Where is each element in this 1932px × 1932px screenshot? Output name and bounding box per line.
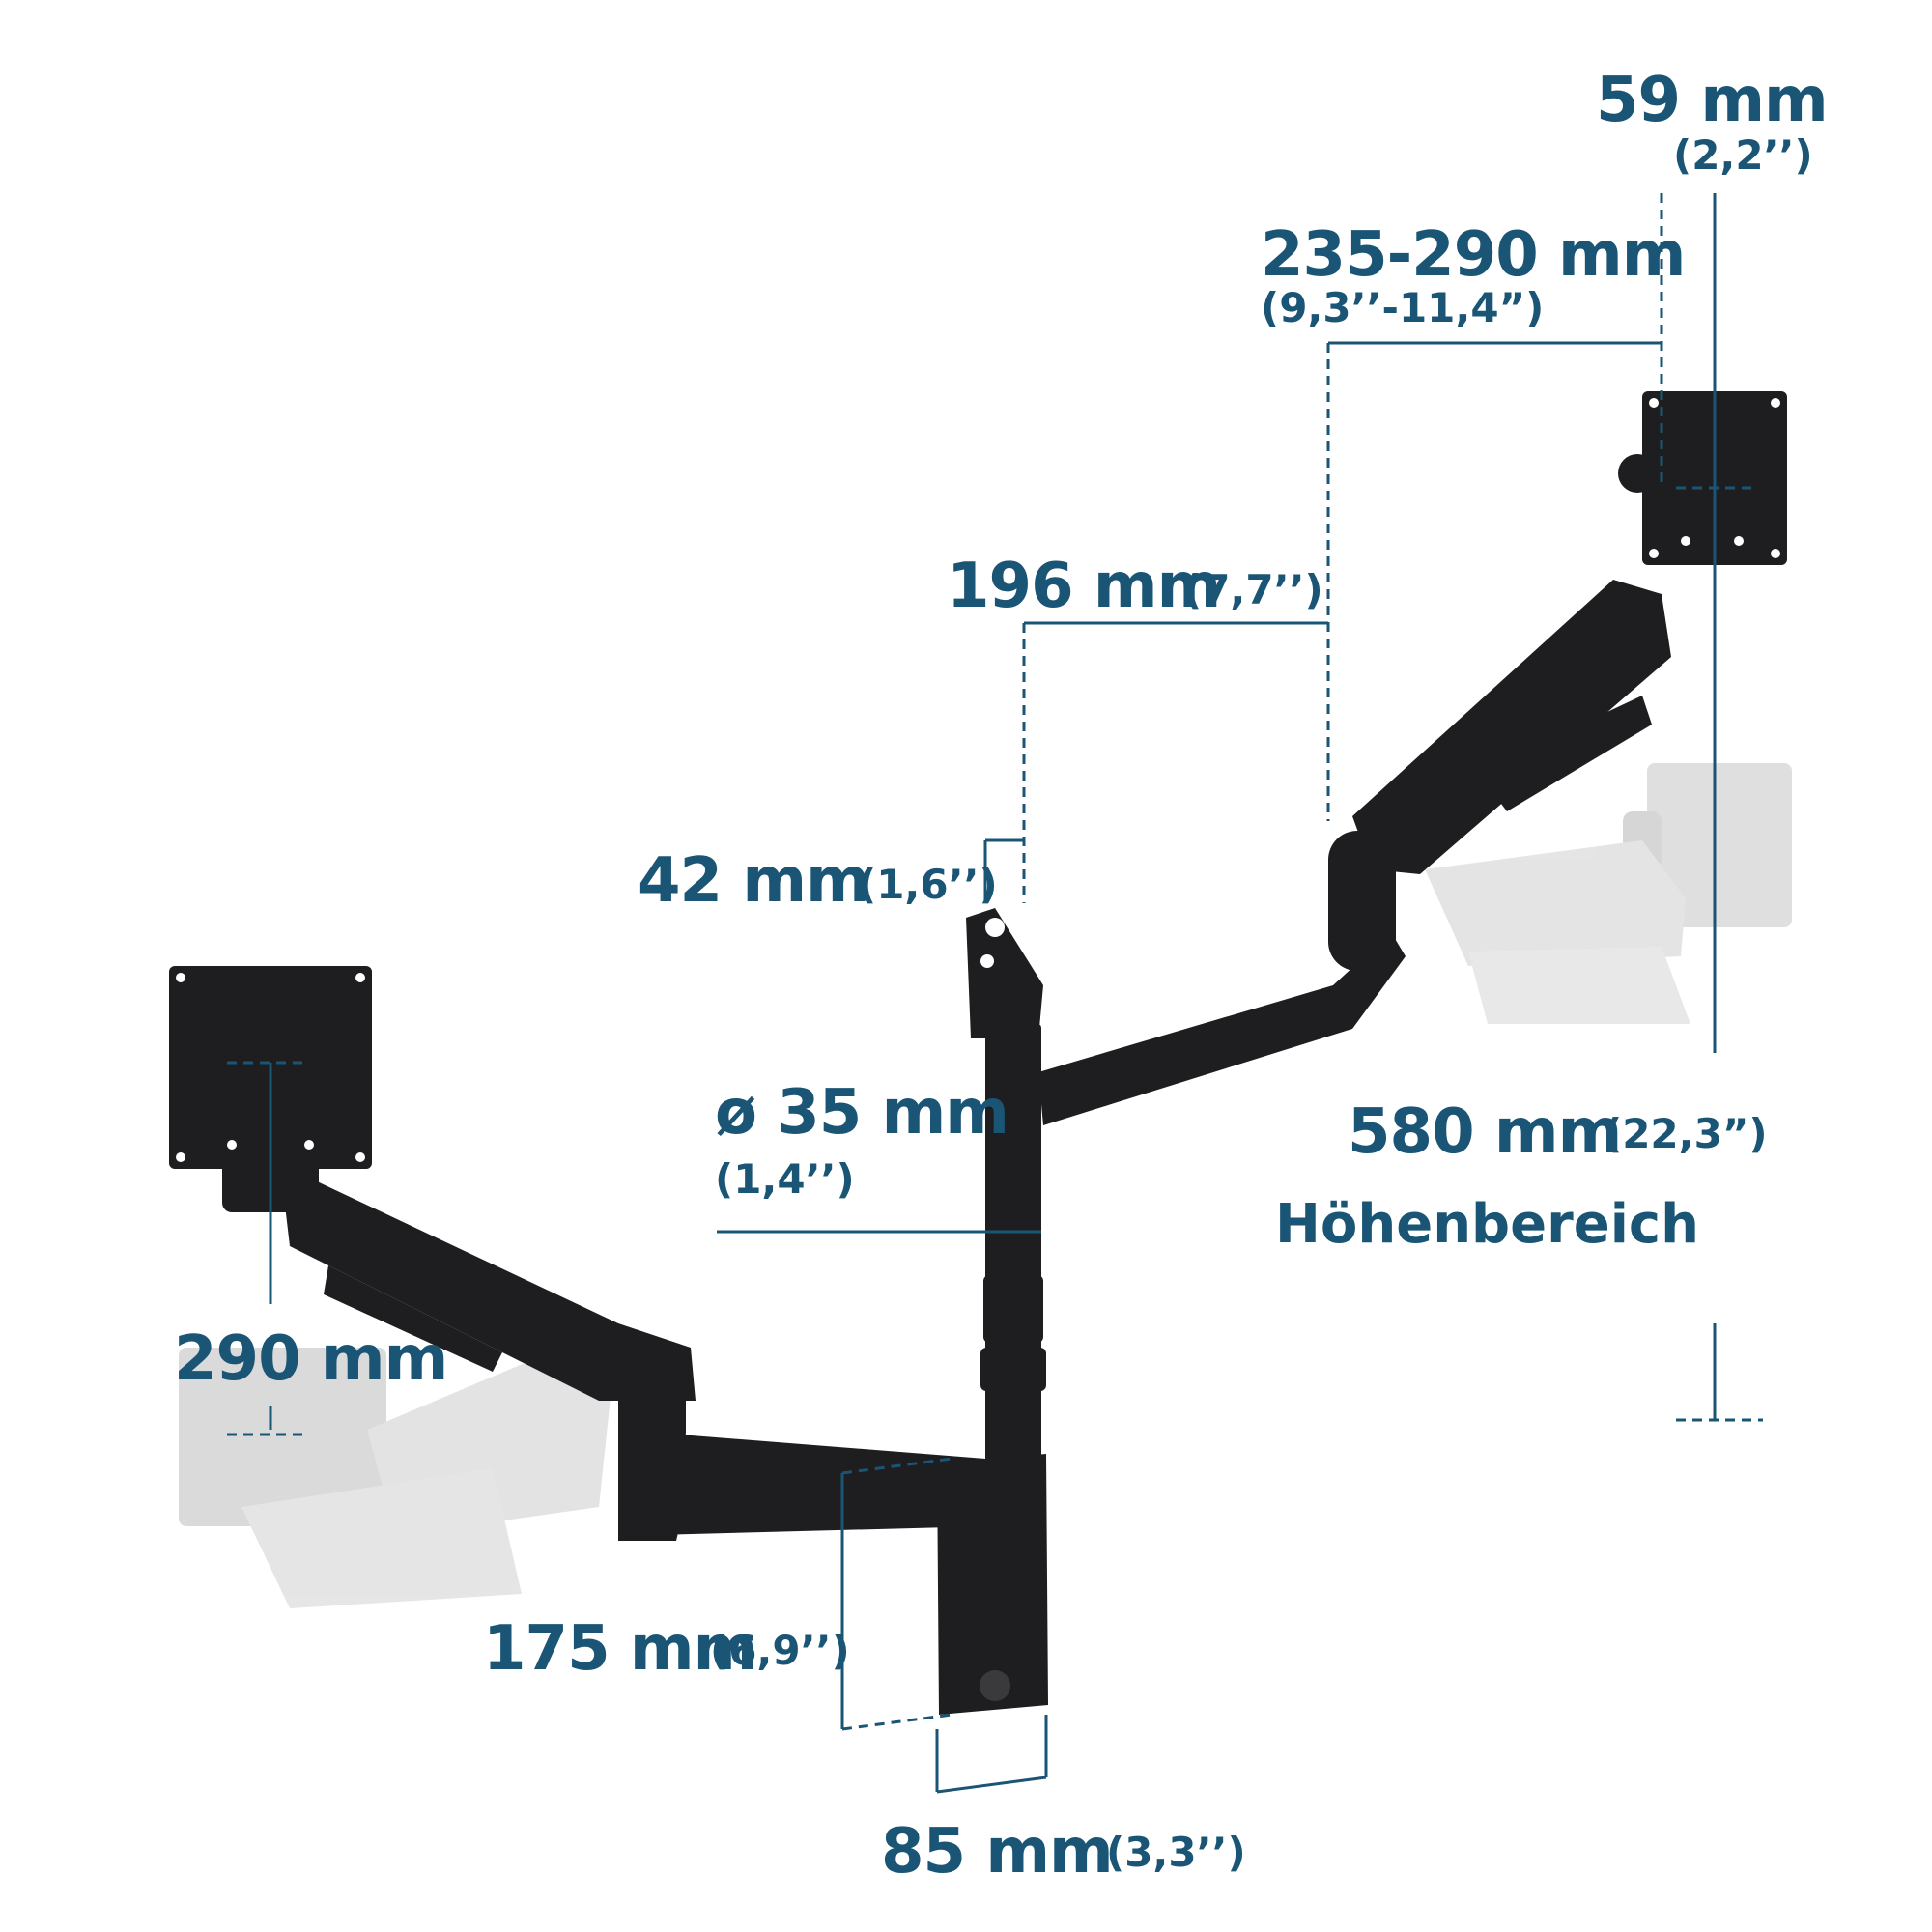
right-upper-arm [1352, 580, 1671, 874]
dim-196mm-value: 196 mm [947, 551, 1221, 622]
dim-42mm-value: 42 mm [638, 845, 870, 917]
height-range-caption: Höhenbereich [1275, 1193, 1699, 1256]
ghost-right-monitor-position [1425, 763, 1792, 1024]
dim-175mm-imperial: (6,9’’) [710, 1627, 850, 1674]
plate-holes [176, 398, 1780, 1162]
dim-290mm-value: 290 mm [174, 1323, 448, 1395]
dim-pole-diameter-value: ø 35 mm [715, 1077, 1009, 1149]
dim-85mm-value: 85 mm [881, 1816, 1114, 1888]
dim-235-290mm-imperial: (9,3’’-11,4”) [1261, 284, 1545, 331]
dim-59mm-value: 59 mm [1596, 65, 1829, 136]
dim-59mm-imperial: (2,2’’) [1673, 131, 1813, 179]
dim-pole-diameter-imperial: (1,4’’) [715, 1155, 855, 1203]
dim-235-290mm-value: 235-290 mm [1261, 219, 1686, 291]
top-bracket [966, 908, 1043, 1038]
dim-42mm-imperial: (1,6’’) [858, 861, 998, 908]
dimension-lines [227, 193, 1763, 1794]
dim-height-range-imperial: (22,3”) [1604, 1110, 1768, 1157]
left-lower-arm [618, 1430, 985, 1536]
dim-196mm-imperial: (7,7’’) [1183, 566, 1323, 613]
dim-175mm-value: 175 mm [483, 1613, 757, 1685]
right-lower-arm [1038, 932, 1406, 1125]
left-upper-arm [280, 1164, 696, 1401]
dim-height-range-value: 580 mm [1348, 1096, 1622, 1168]
dim-85mm-imperial: (3,3’’) [1106, 1829, 1246, 1876]
